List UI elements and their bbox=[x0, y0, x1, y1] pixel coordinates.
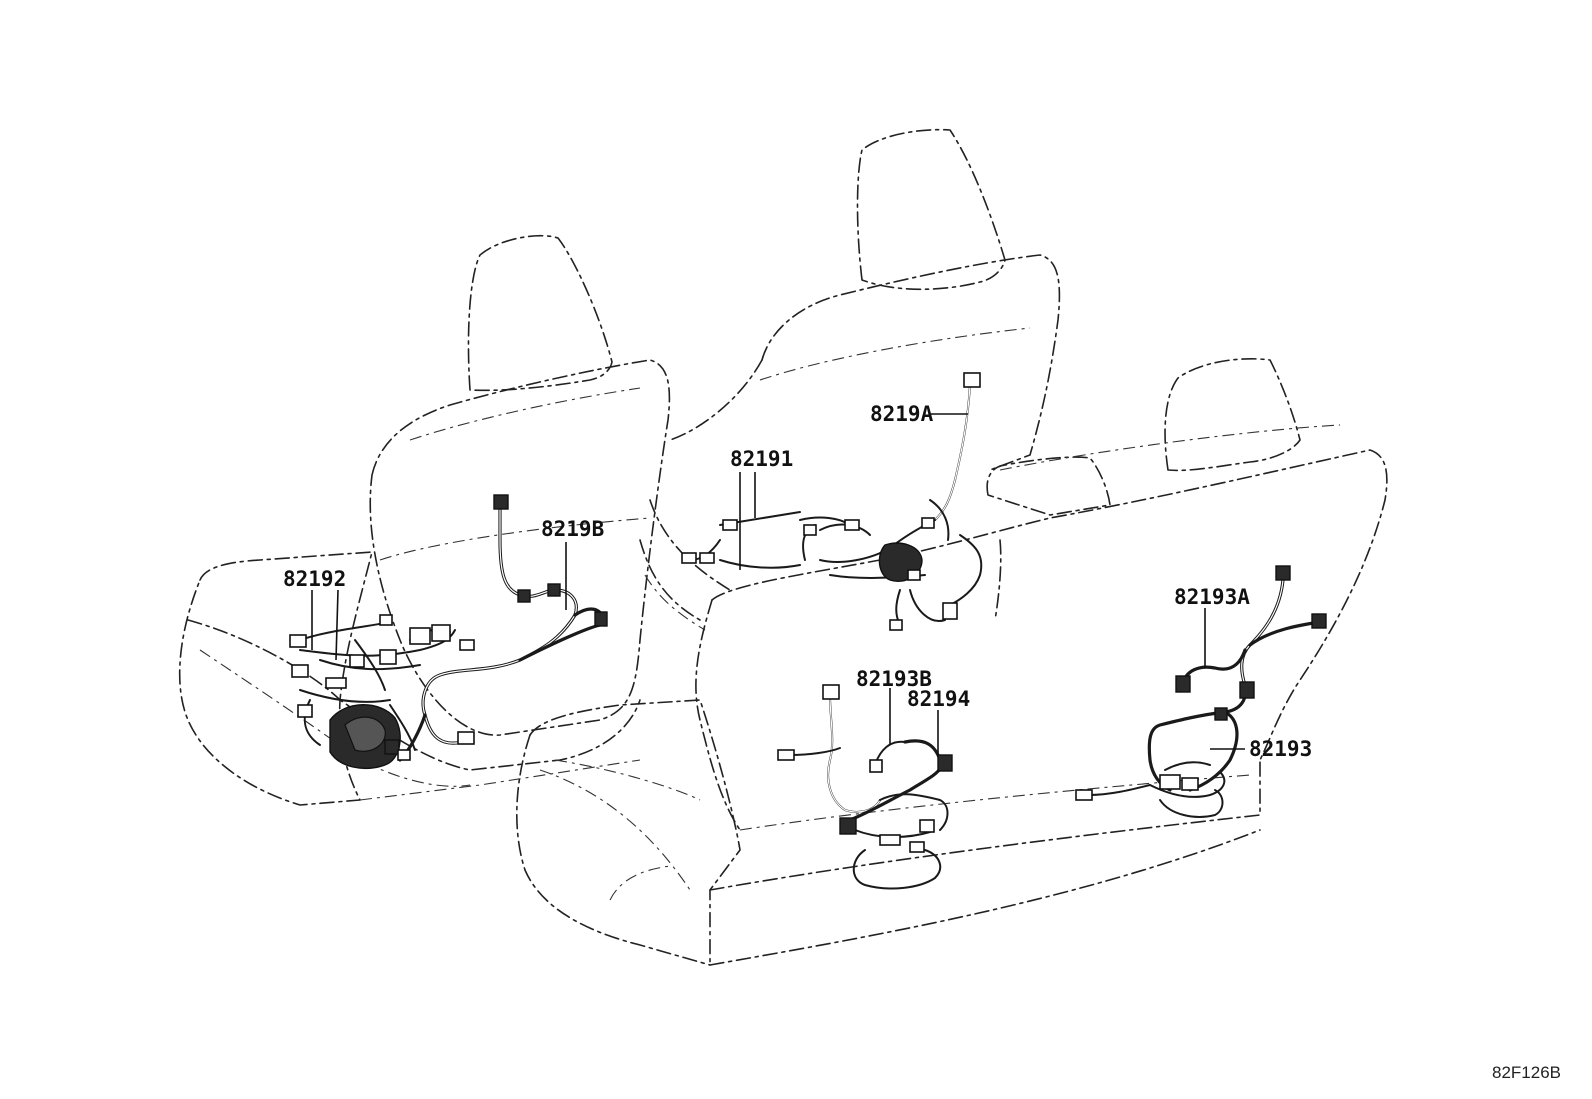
rear-seatback bbox=[711, 449, 1388, 761]
label-8219A: 8219A bbox=[870, 402, 934, 426]
harness-rear-right bbox=[1075, 565, 1327, 818]
leader-lines bbox=[311, 413, 1245, 755]
label-82193B: 82193B bbox=[856, 667, 932, 691]
harness-middle-seat bbox=[681, 372, 983, 631]
diagram-reference-code: 82F126B bbox=[1492, 1063, 1561, 1082]
rear-right-headrest bbox=[1164, 358, 1301, 472]
label-82193A: 82193A bbox=[1174, 585, 1250, 609]
middle-headrest bbox=[856, 128, 1006, 291]
front-left-cushion bbox=[178, 551, 373, 806]
label-82192: 82192 bbox=[283, 567, 346, 591]
label-82191: 82191 bbox=[730, 447, 793, 471]
harness-front-seat bbox=[289, 494, 608, 769]
part-labels: 82192 8219B 82191 8219A 82193A 82193B 82… bbox=[283, 402, 1561, 1082]
front-left-headrest bbox=[467, 235, 613, 392]
front-left-seatback bbox=[369, 359, 671, 736]
rear-center-headrest bbox=[986, 456, 1111, 516]
middle-seat bbox=[639, 128, 1061, 631]
rear-cushion bbox=[529, 699, 741, 966]
label-8219B: 8219B bbox=[541, 517, 604, 541]
middle-seatback bbox=[761, 254, 1061, 471]
label-82194: 82194 bbox=[907, 687, 970, 711]
label-82193: 82193 bbox=[1249, 737, 1312, 761]
harness-rear-left bbox=[777, 684, 953, 890]
rear-seat bbox=[515, 358, 1388, 966]
